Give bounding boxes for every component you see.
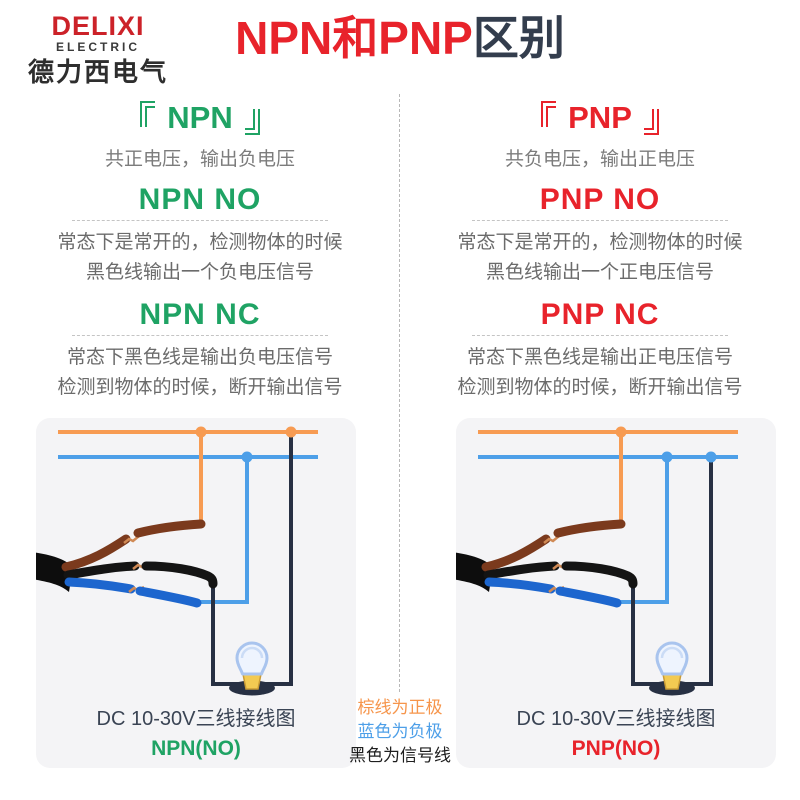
- npn-nc-desc-line1: 常态下黑色线是输出负电压信号: [66, 347, 333, 368]
- page-title: NPN和PNP区别: [160, 12, 640, 64]
- pnp-nc-heading: PNP NC: [540, 298, 660, 331]
- npn-no-desc-line2: 黑色线输出一个负电压信号: [85, 262, 314, 283]
- pnp-diagram-box: DC 10-30V三线接线图 PNP(NO): [456, 418, 776, 768]
- legend-positive-wire: 棕线为正极: [357, 698, 443, 717]
- brand-name: DELIXI: [51, 11, 145, 41]
- wire-color-legend: 棕线为正极 蓝色为负极 黑色为信号线: [335, 696, 465, 768]
- pnp-subtitle: 共负电压，输出正电压: [504, 149, 695, 170]
- pnp-diagram-caption: DC 10-30V三线接线图: [516, 708, 716, 730]
- pnp-nc-description: 常态下黑色线是输出正电压信号 检测到物体的时候，断开输出信号: [420, 343, 780, 403]
- junction-dot: [615, 426, 627, 438]
- pnp-no-desc-line1: 常态下是常开的，检测物体的时候: [457, 232, 743, 253]
- npn-nc-heading: NPN NC: [139, 298, 261, 331]
- light-bulb-icon: [229, 641, 275, 696]
- column-divider: [399, 94, 400, 692]
- brand-logo: DELIXI ELECTRIC 德力西电气: [28, 12, 168, 88]
- junction-dot: [661, 451, 673, 463]
- legend-negative-wire: 蓝色为负极: [357, 722, 443, 741]
- pnp-diagram-label: PNP(NO): [571, 737, 661, 760]
- corner-bracket-open-icon: [140, 101, 156, 127]
- negative-branch-line: [616, 457, 669, 604]
- light-bulb-icon: [649, 641, 695, 696]
- page-title-red: NPN和PNP: [235, 12, 473, 64]
- npn-nc-description: 常态下黑色线是输出负电压信号 检测到物体的时候，断开输出信号: [20, 343, 380, 403]
- pnp-bracket-heading: PNP: [440, 100, 760, 136]
- legend-signal-wire: 黑色为信号线: [349, 746, 451, 765]
- junction-dot: [285, 426, 297, 438]
- npn-heading-text: NPN: [167, 100, 233, 135]
- brand-subname: ELECTRIC: [56, 40, 140, 54]
- brand-cn-name: 德力西电气: [28, 57, 169, 87]
- pnp-no-description: 常态下是常开的，检测物体的时候 黑色线输出一个正电压信号: [420, 228, 780, 288]
- pnp-nc-desc-line1: 常态下黑色线是输出正电压信号: [466, 347, 733, 368]
- npn-bracket-heading: NPN: [40, 100, 360, 136]
- npn-no-divider: [72, 220, 328, 221]
- npn-wiring-diagram: [36, 426, 318, 696]
- page-title-dark: 区别: [472, 12, 565, 64]
- npn-nc-desc-line2: 检测到物体的时候，断开输出信号: [57, 377, 343, 398]
- npn-subtitle: 共正电压，输出负电压: [104, 149, 295, 170]
- npn-diagram-caption: DC 10-30V三线接线图: [96, 708, 296, 730]
- pnp-heading-text: PNP: [568, 100, 632, 135]
- corner-bracket-close-icon: [643, 109, 659, 135]
- pnp-wiring-diagram: [456, 426, 738, 696]
- junction-dot: [705, 451, 717, 463]
- junction-dot: [241, 451, 253, 463]
- sensor-cable-image: [456, 519, 638, 608]
- pnp-no-desc-line2: 黑色线输出一个正电压信号: [485, 262, 714, 283]
- pnp-nc-desc-line2: 检测到物体的时候，断开输出信号: [457, 377, 743, 398]
- npn-diagram-box: DC 10-30V三线接线图 NPN(NO): [36, 418, 356, 768]
- npn-diagram-label: NPN(NO): [151, 737, 241, 760]
- pnp-no-heading: PNP NO: [539, 183, 661, 216]
- corner-bracket-open-icon: [541, 101, 557, 127]
- corner-bracket-close-icon: [244, 109, 260, 135]
- junction-dot: [195, 426, 207, 438]
- negative-branch-line: [196, 457, 249, 604]
- npn-no-desc-line1: 常态下是常开的，检测物体的时候: [57, 232, 343, 253]
- pnp-no-divider: [472, 220, 728, 221]
- npn-no-description: 常态下是常开的，检测物体的时候 黑色线输出一个负电压信号: [20, 228, 380, 288]
- sensor-cable-image: [36, 519, 218, 608]
- pnp-nc-divider: [472, 335, 728, 336]
- npn-no-heading: NPN NO: [138, 183, 262, 216]
- npn-nc-divider: [72, 335, 328, 336]
